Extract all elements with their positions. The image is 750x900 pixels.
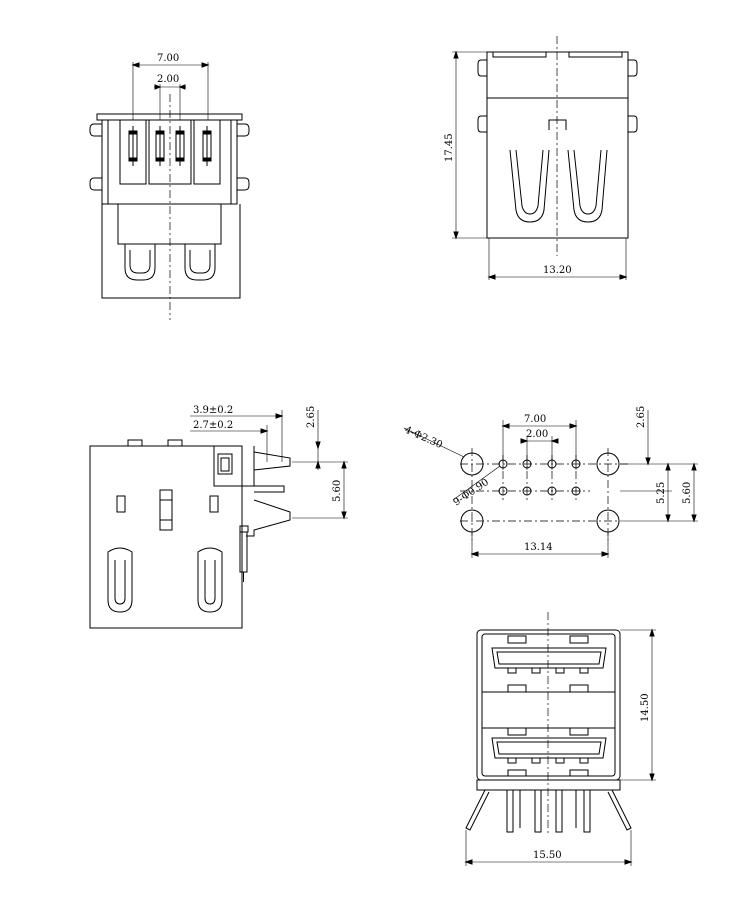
side-dim-row-spacing: 5.60 [332, 480, 343, 502]
front-dim-pin-span: 7.00 [157, 53, 179, 64]
pcb-dim-mount-holes: 4-Φ2.30 [403, 425, 444, 451]
side-dim-pin-offset-1: 3.9±0.2 [193, 405, 233, 416]
side-dim-width: 13.20 [543, 265, 572, 276]
end-view: 14.50 15.50 [464, 612, 656, 866]
pcb-dim-outer-rows: 5.60 [682, 482, 693, 504]
pcb-layout: 7.00 2.00 4-Φ2.30 [403, 406, 698, 558]
side-dim-height: 17.45 [444, 133, 455, 162]
pcb-dim-inner-rows: 5.25 [656, 482, 667, 504]
side-dim-pin-offset-2: 2.7±0.2 [193, 420, 233, 431]
front-pins [128, 126, 212, 166]
front-dim-pin-pitch: 2.00 [157, 74, 179, 85]
pcb-dim-pin-span: 7.00 [524, 414, 546, 425]
pcb-dim-signal-holes: 9-Φ0.90 [452, 477, 491, 509]
side-view-left: 3.9±0.2 2.7±0.2 2.65 5.60 [89, 405, 348, 629]
pcb-dim-pin-pitch: 2.00 [526, 429, 548, 440]
pcb-dim-row-offset: 2.65 [636, 406, 647, 428]
end-dim-width: 15.50 [533, 850, 562, 861]
front-view: 7.00 2.00 [89, 53, 250, 320]
side-view-top: 17.45 13.20 [444, 36, 638, 280]
pcb-dim-hole-span: 13.14 [524, 542, 553, 553]
side-dim-row-offset: 2.65 [306, 406, 317, 428]
end-dim-height: 14.50 [640, 693, 651, 722]
